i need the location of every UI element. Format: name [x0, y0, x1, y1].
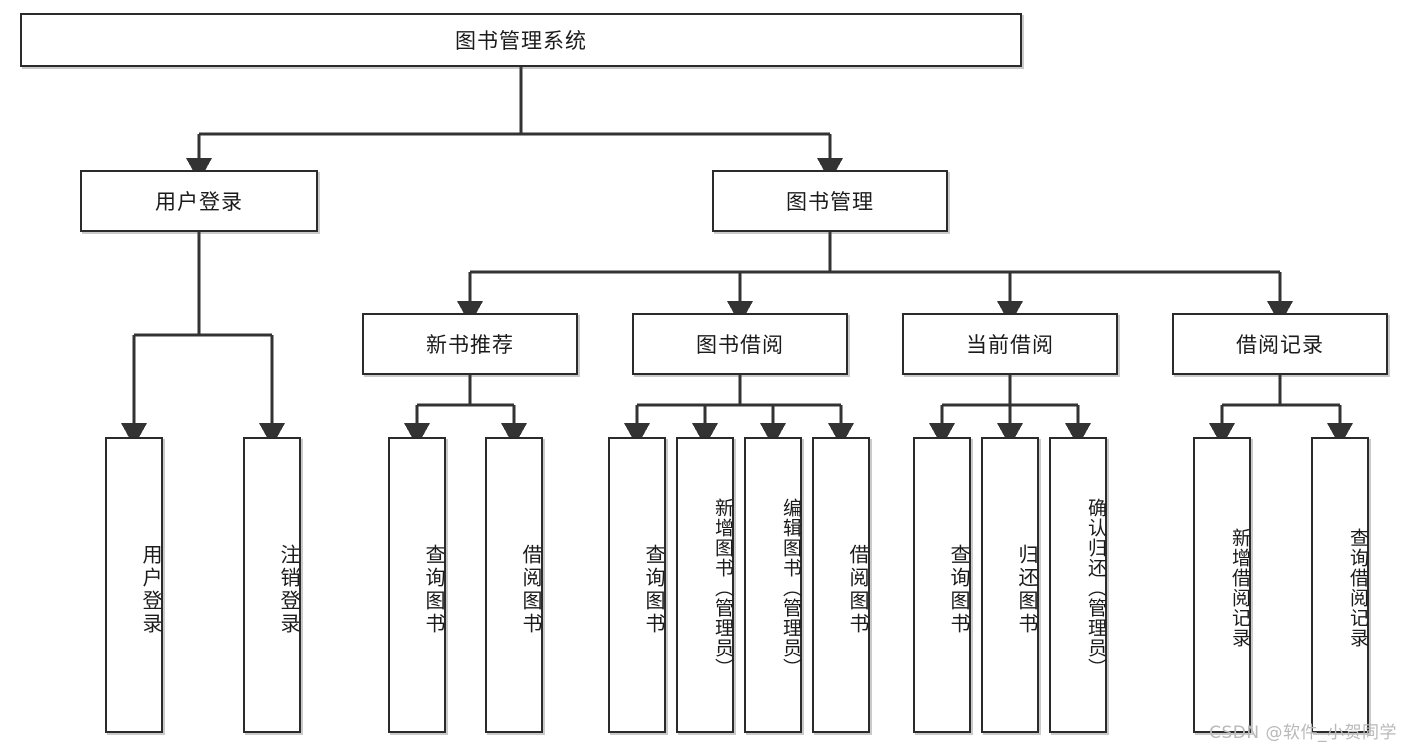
leaf-confirm-return-admin[interactable]: 确认归还（管理员）	[1049, 437, 1107, 733]
leaf-borrow-book[interactable]: 借阅图书	[812, 437, 870, 733]
node-book-management[interactable]: 图书管理	[712, 170, 948, 232]
node-new-book-recommendation[interactable]: 新书推荐	[362, 313, 578, 375]
leaf-query-book-borrow[interactable]: 查询图书	[608, 437, 666, 733]
node-book-borrow[interactable]: 图书借阅	[632, 313, 848, 375]
leaf-add-borrow-record[interactable]: 新增借阅记录	[1193, 437, 1251, 733]
leaf-query-book-recommend[interactable]: 查询图书	[388, 437, 446, 733]
leaf-logout[interactable]: 注销登录	[243, 437, 301, 733]
leaf-return-book[interactable]: 归还图书	[981, 437, 1039, 733]
leaf-edit-book-admin[interactable]: 编辑图书（管理员）	[744, 437, 802, 733]
leaf-borrow-book-recommend[interactable]: 借阅图书	[485, 437, 543, 733]
node-root-book-management-system[interactable]: 图书管理系统	[20, 13, 1022, 67]
node-borrow-record[interactable]: 借阅记录	[1172, 313, 1388, 375]
leaf-query-borrow-record[interactable]: 查询借阅记录	[1311, 437, 1369, 733]
leaf-user-login[interactable]: 用户登录	[105, 437, 163, 733]
node-current-borrow[interactable]: 当前借阅	[902, 313, 1118, 375]
leaf-add-book-admin[interactable]: 新增图书（管理员）	[676, 437, 734, 733]
leaf-query-book-current[interactable]: 查询图书	[913, 437, 971, 733]
node-user-login[interactable]: 用户登录	[80, 170, 318, 232]
